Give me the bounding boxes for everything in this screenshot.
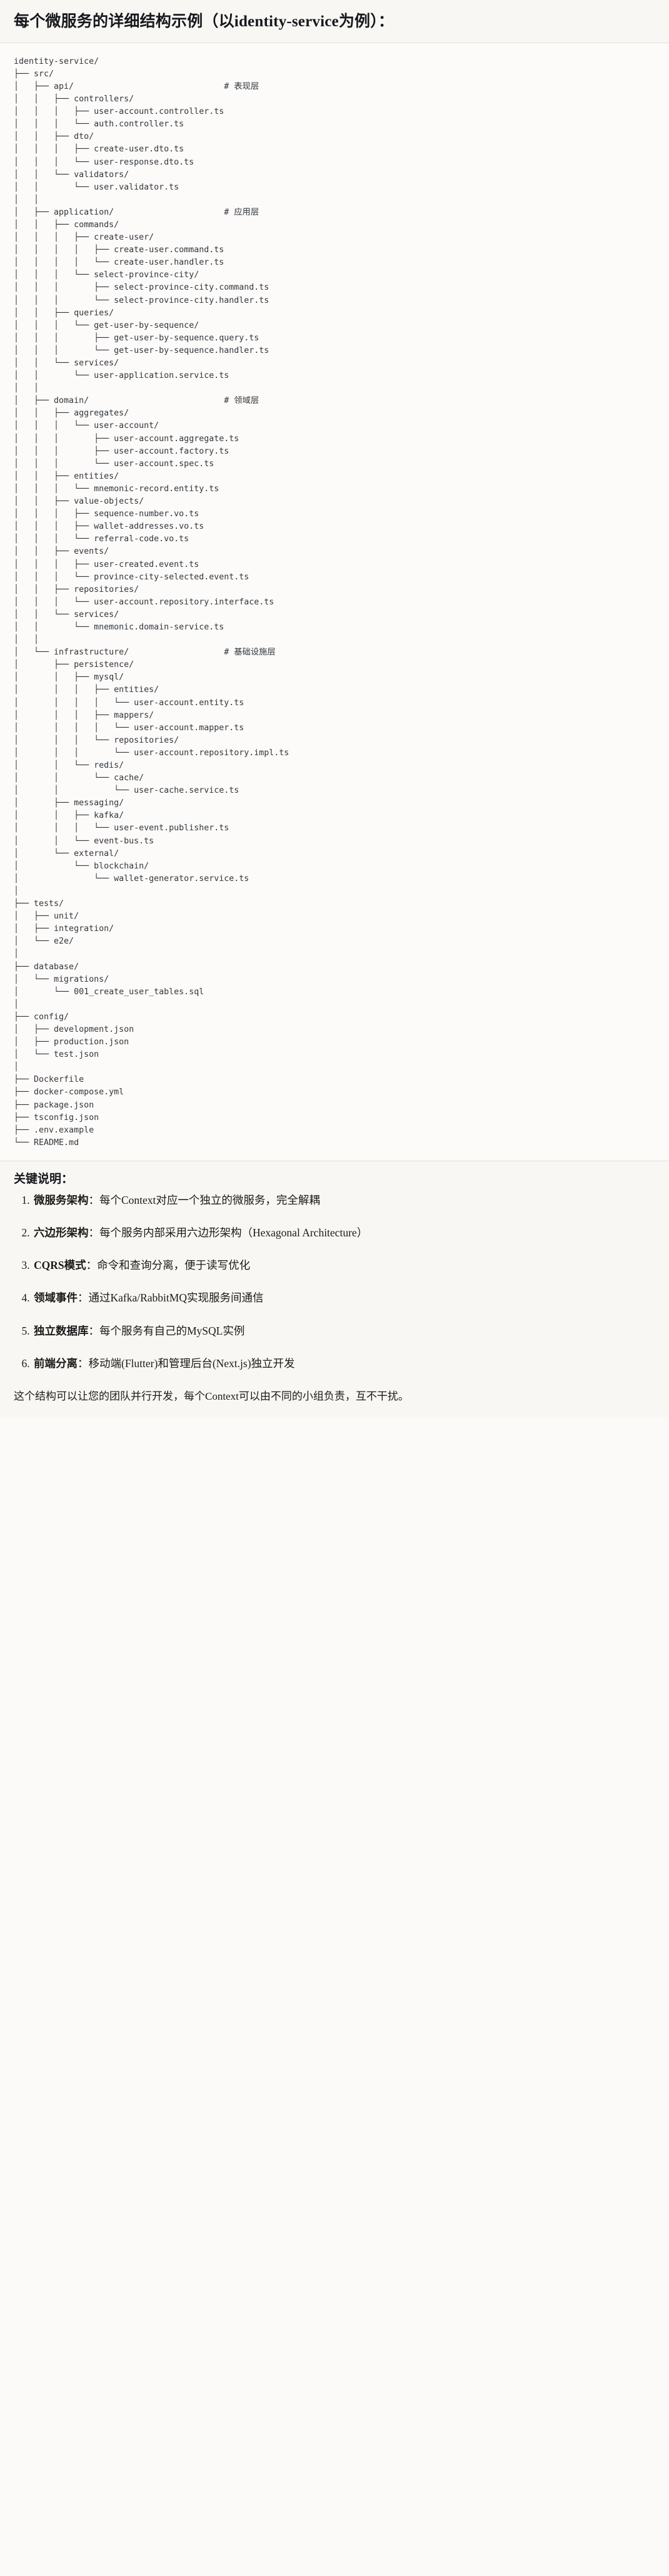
list-item: 独立数据库：每个服务有自己的MySQL实例 — [33, 1323, 655, 1339]
key-point-separator: ： — [88, 1226, 100, 1239]
key-point-description: 每个Context对应一个独立的微服务，完全解耦 — [99, 1193, 320, 1206]
key-point-separator: ： — [78, 1357, 89, 1370]
key-point-description: 每个服务内部采用六边形架构（Hexagonal Architecture） — [99, 1226, 368, 1239]
list-item: CQRS模式：命令和查询分离，便于读写优化 — [33, 1257, 655, 1273]
list-item: 领域事件：通过Kafka/RabbitMQ实现服务间通信 — [33, 1290, 655, 1306]
key-point-separator: ： — [88, 1193, 100, 1206]
directory-tree: identity-service/ ├── src/ │ ├── api/ # … — [14, 56, 289, 1148]
key-point-term: 领域事件 — [34, 1291, 78, 1305]
key-point-term: 前端分离 — [34, 1357, 78, 1370]
key-point-separator: ： — [86, 1259, 98, 1271]
key-point-description: 通过Kafka/RabbitMQ实现服务间通信 — [88, 1291, 264, 1305]
key-points-section: 关键说明： 微服务架构：每个Context对应一个独立的微服务，完全解耦 六边形… — [0, 1161, 669, 1387]
list-item: 前端分离：移动端(Flutter)和管理后台(Next.js)独立开发 — [33, 1355, 655, 1372]
key-points-list: 微服务架构：每个Context对应一个独立的微服务，完全解耦 六边形架构：每个服… — [14, 1192, 655, 1372]
key-point-description: 每个服务有自己的MySQL实例 — [99, 1324, 245, 1337]
key-point-term: 独立数据库 — [34, 1324, 89, 1337]
key-point-description: 移动端(Flutter)和管理后台(Next.js)独立开发 — [88, 1357, 295, 1370]
key-point-separator: ： — [78, 1291, 89, 1305]
key-point-term: CQRS模式 — [34, 1259, 86, 1271]
key-point-description: 命令和查询分离，便于读写优化 — [97, 1259, 251, 1271]
key-point-term: 微服务架构 — [34, 1193, 89, 1206]
list-item: 微服务架构：每个Context对应一个独立的微服务，完全解耦 — [33, 1192, 655, 1208]
document-page: 每个微服务的详细结构示例（以identity-service为例）： ident… — [0, 0, 669, 1417]
page-title: 每个微服务的详细结构示例（以identity-service为例）： — [0, 0, 669, 43]
key-points-title: 关键说明： — [14, 1172, 74, 1186]
key-point-separator: ： — [88, 1324, 100, 1337]
key-point-term: 六边形架构 — [34, 1226, 89, 1239]
list-item: 六边形架构：每个服务内部采用六边形架构（Hexagonal Architectu… — [33, 1224, 655, 1241]
closing-paragraph: 这个结构可以让您的团队并行开发，每个Context可以由不同的小组负责，互不干扰… — [0, 1387, 669, 1418]
directory-tree-block: identity-service/ ├── src/ │ ├── api/ # … — [0, 43, 669, 1161]
